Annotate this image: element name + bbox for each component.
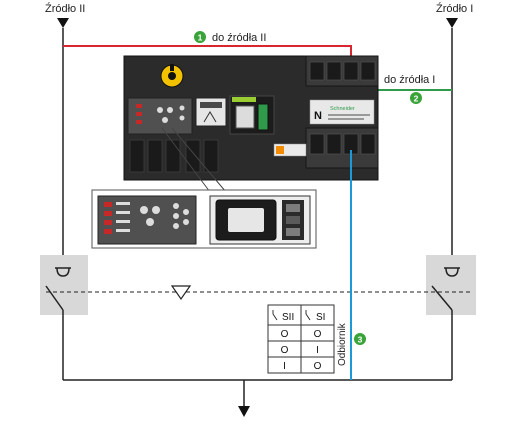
badge-2-number: 2 — [414, 94, 419, 104]
badge-3 — [354, 333, 366, 345]
table-cell: I — [283, 361, 286, 372]
table-switch-i-icon — [305, 310, 311, 321]
table-cell: O — [314, 329, 322, 340]
source-i-arrow-icon — [446, 18, 458, 28]
badge-1-number: 1 — [198, 33, 203, 43]
green-switch-icon[interactable] — [257, 103, 269, 131]
table-cell: O — [281, 329, 289, 340]
table-cell: O — [281, 345, 289, 356]
output-arrow-icon — [238, 406, 250, 417]
table-header-si: SI — [316, 312, 325, 323]
switch-ii-box — [40, 255, 88, 315]
badge-1 — [194, 31, 206, 43]
load-label: Odbiornik — [337, 322, 348, 366]
transfer-switch-device: N Schneider — [123, 55, 379, 181]
detail-panel — [91, 189, 317, 249]
badge-2 — [410, 92, 422, 104]
table-cell: I — [316, 345, 319, 356]
source-ii-label: Źródło II — [45, 2, 85, 15]
interlock-triangle-icon — [170, 285, 192, 301]
device-brand: Schneider — [330, 106, 355, 112]
switch-i-icon — [431, 267, 460, 380]
truth-table: SII SI O O O I I O — [267, 304, 335, 374]
zoom-line — [161, 127, 211, 193]
source-ii-arrow-icon — [57, 18, 69, 28]
switch-ii-icon — [45, 267, 71, 380]
table-switch-ii-icon — [272, 310, 278, 321]
badge-3-number: 3 — [358, 335, 363, 345]
label-to-source-ii: do źródła II — [212, 32, 266, 44]
table-header-sii: SII — [282, 312, 294, 323]
switch-i-box — [426, 255, 476, 315]
table-cell: O — [314, 361, 322, 372]
label-to-source-i: do źródła I — [384, 74, 435, 86]
source-i-label: Źródło I — [436, 2, 473, 15]
device-n-mark: N — [314, 110, 322, 122]
